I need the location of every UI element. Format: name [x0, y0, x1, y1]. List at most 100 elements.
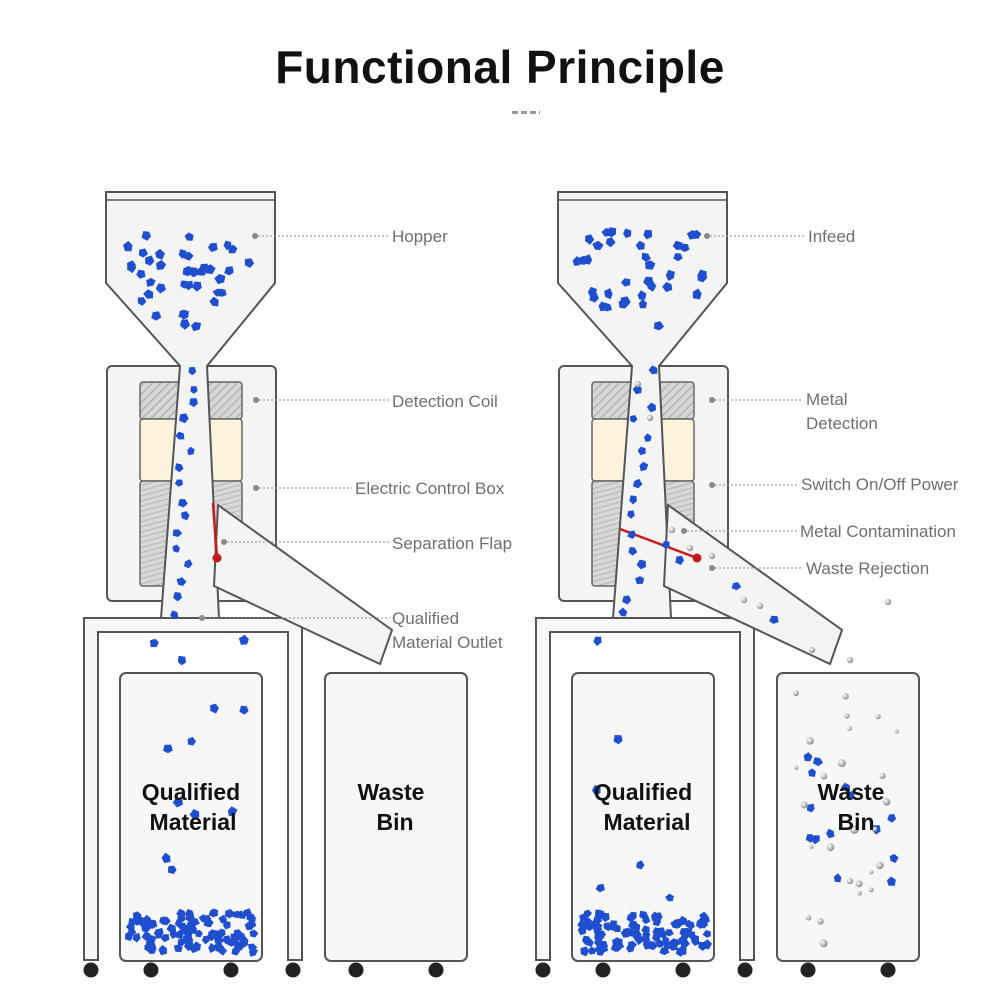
metal-particle: [850, 825, 859, 834]
granule: [151, 311, 162, 321]
label-detection-coil: Detection Coil: [392, 392, 498, 411]
granule: [661, 541, 670, 549]
left-bin-qualified-label-1: Qualified: [142, 779, 240, 805]
granule: [651, 911, 660, 922]
granule: [806, 803, 815, 813]
page-title: Functional Principle: [275, 41, 725, 93]
granule: [637, 446, 646, 456]
title-divider: [512, 111, 540, 114]
granule: [620, 296, 631, 308]
right-flap-pivot: [692, 553, 702, 563]
granule: [232, 910, 243, 919]
granule: [655, 939, 664, 948]
granule: [628, 547, 638, 556]
granule: [147, 919, 158, 930]
granule: [692, 288, 702, 300]
label-qualified-outlet-2: Material Outlet: [392, 633, 503, 652]
granule: [652, 933, 661, 943]
label-hopper: Hopper: [392, 227, 448, 246]
granule: [584, 923, 594, 931]
right-granules: [572, 227, 899, 957]
right-callouts: Infeed Metal Detection Switch On/Off Pow…: [681, 227, 959, 578]
granule: [585, 234, 595, 245]
granule: [698, 920, 709, 929]
granule: [249, 929, 259, 938]
right-waste-bin: [776, 672, 920, 962]
granule: [638, 299, 648, 309]
metal-particle: [793, 765, 799, 770]
left-waste-bin: [324, 672, 468, 962]
granule: [170, 610, 179, 620]
right-hopper: [557, 191, 728, 619]
right-bin-qualified-label-1: Qualified: [594, 779, 692, 805]
granule: [598, 301, 608, 312]
granule: [887, 813, 897, 823]
granule: [244, 258, 255, 268]
metal-particle: [882, 798, 891, 806]
granule: [686, 230, 698, 240]
granule: [847, 791, 855, 800]
granule: [180, 280, 189, 289]
left-separation-flap: [211, 502, 219, 559]
right-wheels: [535, 962, 896, 978]
granule: [147, 935, 157, 944]
granule: [680, 939, 690, 948]
granule: [123, 240, 133, 252]
granule: [626, 912, 636, 923]
granule: [243, 908, 252, 918]
granule: [212, 288, 223, 297]
granule: [665, 893, 674, 902]
granule: [239, 936, 249, 946]
granule: [153, 929, 162, 938]
granule: [183, 559, 193, 569]
metal-particle: [847, 726, 853, 731]
granule: [227, 806, 238, 817]
granule: [635, 240, 645, 250]
granule: [607, 227, 617, 238]
metal-particle: [826, 843, 835, 852]
granule: [234, 941, 242, 951]
granule: [656, 927, 666, 937]
metal-particle: [806, 737, 814, 745]
granule: [239, 705, 249, 715]
granule: [702, 939, 712, 950]
right-base-frame: [535, 617, 755, 961]
granule: [647, 281, 657, 292]
metal-particle: [857, 890, 862, 896]
granule: [580, 946, 590, 957]
granule: [592, 240, 604, 251]
metal-particle: [872, 826, 878, 832]
granule: [826, 828, 835, 839]
granule: [697, 272, 708, 283]
granule: [608, 922, 618, 931]
granule: [190, 321, 202, 332]
granule: [138, 917, 147, 928]
granule: [188, 367, 197, 376]
granule: [225, 909, 235, 918]
granule: [662, 282, 673, 293]
metal-particle: [708, 552, 716, 560]
granule: [813, 757, 824, 767]
granule: [214, 274, 226, 285]
granule: [613, 735, 623, 745]
label-waste-rejection: Waste Rejection: [806, 559, 929, 578]
left-qualified-bin: [119, 672, 263, 962]
granule: [595, 883, 605, 893]
left-wheels: [83, 962, 444, 978]
granule: [583, 909, 593, 917]
granule: [222, 920, 231, 930]
label-metal-contamination: Metal Contamination: [800, 522, 956, 541]
granule: [671, 938, 680, 947]
granule: [699, 911, 708, 920]
left-granules: [123, 231, 259, 957]
granule: [172, 544, 180, 553]
metal-particle: [855, 880, 863, 888]
granule: [889, 853, 899, 863]
granule: [592, 784, 601, 796]
granule: [190, 386, 198, 394]
granule: [803, 752, 813, 762]
right-bin-qualified-label-2: Material: [604, 809, 691, 835]
granule: [601, 912, 610, 923]
granule: [128, 927, 137, 937]
